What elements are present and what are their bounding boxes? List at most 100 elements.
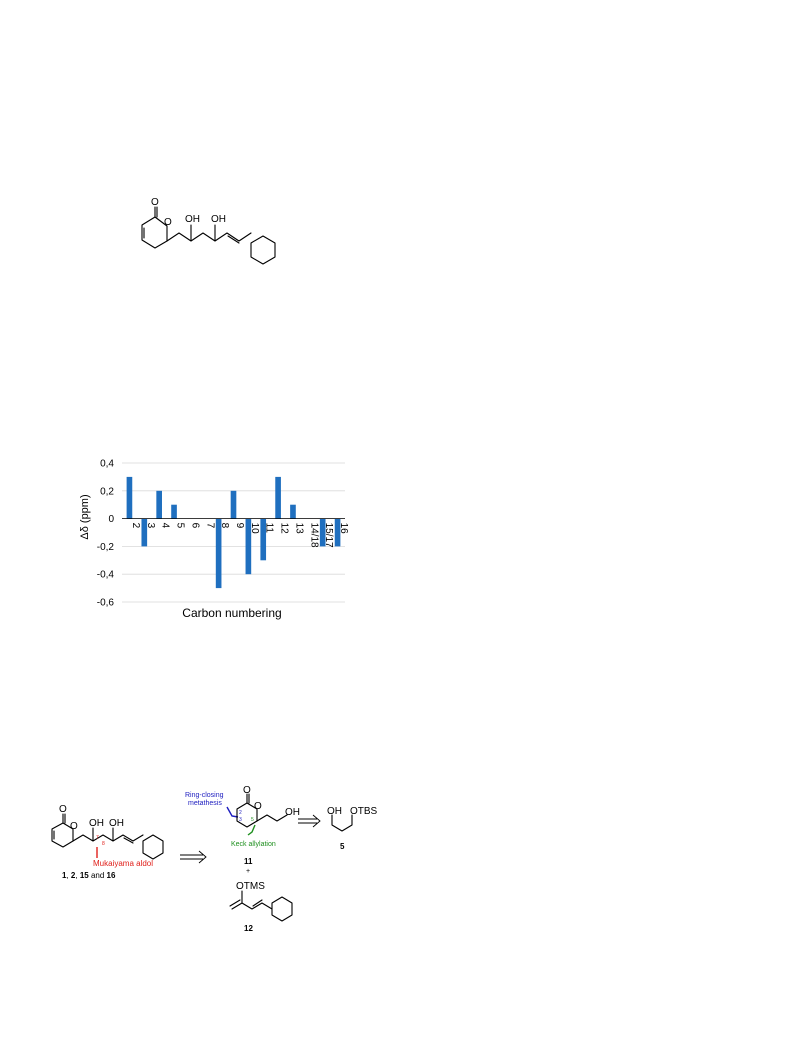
keck-label: Keck allylation [231, 841, 276, 848]
chart-x-tick-label: 11 [264, 523, 275, 534]
chart-bar [334, 518, 341, 547]
chart-bar [275, 476, 281, 519]
target-atom-oh-1: OH [89, 818, 104, 829]
top-molecule-svg: O O OH OH [141, 197, 276, 265]
chart-y-tick-label: -0,2 [97, 542, 115, 553]
alcohol-atom-oh: OH [327, 806, 342, 817]
chart-x-tick-label: 9 [234, 523, 245, 529]
chart-x-tick-label: 7 [204, 523, 215, 529]
chart-bar [290, 504, 296, 519]
chart-y-tick-label: -0,6 [97, 598, 115, 609]
mukaiyama-label: Mukaiyama aldol [93, 859, 153, 868]
chart-x-tick-label: 6 [189, 523, 200, 529]
target-atom-ring-o: O [70, 821, 78, 832]
chart-bar [215, 518, 222, 589]
chart-y-label: Δδ (ppm) [79, 494, 91, 539]
chart-bar [260, 518, 267, 561]
compound-15: 15 [80, 871, 89, 880]
intermediate-ring-o [246, 802, 258, 810]
target-ring [51, 822, 74, 848]
rcm-label-line2: metathesis [188, 800, 222, 807]
chart-x-tick-label: 16 [338, 523, 349, 535]
chart-bar [319, 518, 326, 547]
scheme-svg: O O OH OH 7 8 Mukaiyama aldol 1, 2, 15 a… [51, 785, 378, 933]
chart-x-tick-label: 14/18 [308, 523, 319, 548]
enol-inner-double [252, 899, 263, 907]
rcm-label-line1: Ring-closing [185, 792, 224, 799]
intermediate-locant-2: 2 [239, 810, 242, 816]
chart-y-tick-label: 0,2 [100, 486, 114, 497]
target-phenyl [142, 834, 164, 860]
retrosynthesis-scheme: O O OH OH 7 8 Mukaiyama aldol 1, 2, 15 a… [40, 785, 400, 940]
intermediate-locant-5: 5 [251, 817, 254, 823]
top-structure: O O OH OH [125, 195, 305, 275]
alcohol-number: 5 [340, 842, 345, 851]
chart-bar [171, 504, 177, 519]
target-locant-8: 8 [102, 841, 105, 847]
chart-y-tick-label: -0,4 [97, 570, 115, 581]
retro-arrow-1 [180, 850, 207, 864]
target-chain [72, 834, 144, 842]
chart-x-tick-label: 4 [160, 523, 171, 529]
target-ring-o [62, 822, 74, 830]
phenyl-ring [250, 235, 276, 265]
keck-disconnection [247, 824, 256, 836]
alcohol-atom-otbs: OTBS [350, 806, 378, 817]
chain-double-bond [227, 235, 240, 244]
rcm-disconnection [226, 806, 239, 818]
chart-x-tick-label: 2 [130, 523, 141, 529]
target-molecule: O O OH OH 7 8 Mukaiyama aldol 1, 2, 15 a… [51, 804, 164, 880]
side-chain [166, 232, 252, 242]
target-chain-double [123, 837, 134, 844]
chart-x-tick-label: 12 [279, 523, 290, 535]
chart-y-tick-label: 0,4 [100, 459, 114, 470]
retro-arrow-2 [298, 814, 321, 828]
chart-x-tick-label: 13 [293, 523, 304, 535]
target-atom-oh-2: OH [109, 818, 124, 829]
chart-x-tick-label: 8 [219, 523, 230, 529]
joiner-comma-1: , [66, 871, 70, 880]
intermediate-atom-ring-o: O [254, 801, 262, 812]
joiner-and: and [89, 871, 107, 880]
joiner-comma-2: , [75, 871, 79, 880]
enol-number: 12 [244, 924, 253, 933]
intermediate-number: 11 [244, 857, 253, 866]
enol-chain [231, 902, 273, 910]
plus-sign: + [246, 868, 250, 875]
atom-ring-o: O [164, 217, 172, 228]
alcohol-chain [331, 814, 353, 832]
chart-y-tick-label: 0 [108, 514, 114, 525]
target-atom-carbonyl-o: O [59, 804, 67, 815]
enol-ether-12: OTMS 12 [229, 881, 293, 933]
ring-oxygen-bond [154, 216, 168, 227]
chart-x-tick-label: 3 [145, 523, 156, 529]
enol-phenyl [271, 896, 293, 922]
chart-bars [126, 476, 341, 589]
chart-bar [156, 490, 162, 519]
intermediate-atom-oh: OH [285, 807, 300, 818]
target-compound-numbers: 1, 2, 15 and 16 [62, 871, 116, 880]
chart-x-tick-label: 15/17 [323, 523, 334, 548]
chart-x-tick-label: 10 [249, 523, 260, 535]
intermediate-11: Ring-closing metathesis O O OH 2 3 5 Kec… [185, 785, 300, 875]
enol-atom-otms: OTMS [236, 881, 265, 892]
compound-2: 2 [71, 871, 76, 880]
chart-bar [230, 490, 237, 519]
intermediate-locant-3: 3 [239, 817, 242, 823]
atom-oh-2: OH [211, 214, 226, 225]
chart-x-label: Carbon numbering [182, 606, 281, 620]
atom-oh-1: OH [185, 214, 200, 225]
compound-16: 16 [107, 871, 116, 880]
intermediate-chain [256, 814, 288, 822]
atom-carbonyl-o: O [151, 197, 159, 208]
alcohol-5: OH OTBS 5 [327, 806, 378, 851]
chart-bar [245, 518, 252, 575]
chart-y-ticks: 0,4 0,2 0 -0,2 -0,4 -0,6 [97, 459, 115, 609]
intermediate-ring [236, 802, 258, 828]
intermediate-atom-carbonyl-o: O [243, 785, 251, 796]
lactone-ring-bonds [141, 216, 168, 249]
enol-terminal-double [229, 899, 241, 907]
